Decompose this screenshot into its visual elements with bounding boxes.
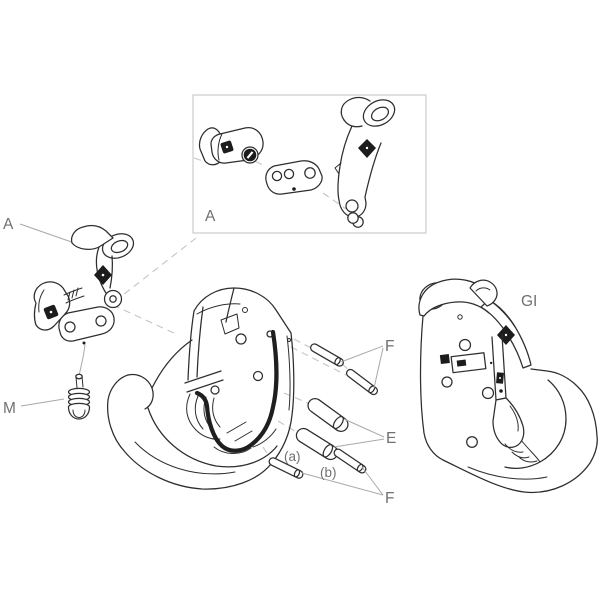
pin-f-top-1 — [310, 343, 344, 367]
pins-bottom-label: F — [385, 490, 394, 507]
hook-sticker — [439, 352, 493, 374]
inset-label: A — [205, 208, 216, 225]
pin-f-top-2 — [346, 368, 378, 396]
leader-pins-bottom — [301, 466, 384, 496]
bushing-e-1 — [307, 397, 349, 433]
assembly-label: A — [3, 216, 14, 233]
leader-pins-top — [340, 345, 384, 389]
spring-link-line — [78, 343, 86, 377]
leader-spring — [20, 398, 65, 407]
spring-label: M — [3, 400, 16, 417]
inset-latch-lever — [334, 96, 396, 228]
latch-head-tab — [469, 279, 498, 307]
variant-a-label: (a) — [284, 449, 301, 464]
variant-b-label: (b) — [320, 465, 337, 480]
pin-f-bottom-b — [333, 448, 367, 474]
pins-top-label: F — [385, 338, 394, 355]
latch-claw — [492, 397, 525, 449]
inset-latch-body — [198, 127, 264, 166]
bushings-label: E — [386, 430, 396, 447]
fasteners: F E F (a) (b) — [268, 338, 396, 507]
bare-hook-body — [106, 287, 295, 490]
leader-bushings — [333, 418, 385, 448]
spring: M — [3, 343, 91, 420]
inset-border — [192, 94, 427, 234]
latch-plate-profile — [194, 329, 279, 453]
assembled-hook-label: GI — [521, 293, 537, 310]
detail-inset: A — [192, 94, 427, 234]
assembled-hook: GI — [418, 278, 598, 494]
inset-link-plate — [265, 160, 323, 195]
bushing-e-2 — [295, 427, 339, 461]
latch-assembly: A — [3, 216, 135, 345]
